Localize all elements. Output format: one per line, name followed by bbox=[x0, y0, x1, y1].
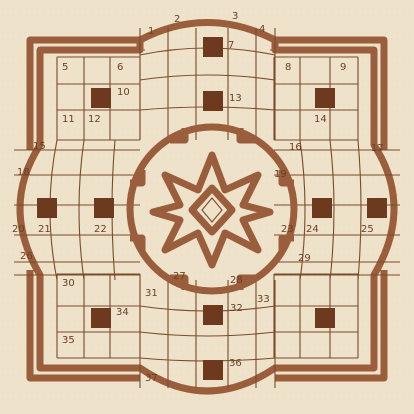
cell-number: 7 bbox=[228, 40, 234, 51]
safe-square bbox=[37, 198, 57, 218]
cell-number: 18 bbox=[17, 167, 30, 178]
cell-number: 25 bbox=[361, 224, 374, 235]
cell-number: 27 bbox=[173, 271, 186, 282]
cell-number: 17 bbox=[371, 143, 384, 154]
cell-number: 30 bbox=[62, 278, 75, 289]
safe-square bbox=[315, 88, 335, 108]
cell-number: 9 bbox=[340, 62, 346, 73]
cell-number: 35 bbox=[62, 335, 75, 346]
cell-number: 3 bbox=[232, 11, 238, 22]
cell-number: 28 bbox=[230, 275, 243, 286]
cell-number: 15 bbox=[33, 141, 46, 152]
safe-square bbox=[94, 198, 114, 218]
cell-number: 11 bbox=[62, 114, 75, 125]
safe-square bbox=[203, 360, 223, 380]
cell-number: 29 bbox=[298, 253, 311, 264]
safe-square bbox=[91, 308, 111, 328]
cell-number: 6 bbox=[117, 62, 123, 73]
cell-number: 31 bbox=[145, 288, 158, 299]
cell-number: 20 bbox=[12, 224, 25, 235]
cell-number: 5 bbox=[62, 62, 68, 73]
safe-square bbox=[203, 91, 223, 111]
cell-number: 33 bbox=[257, 294, 270, 305]
cell-number: 24 bbox=[306, 224, 319, 235]
cell-number: 8 bbox=[285, 62, 291, 73]
cell-number: 32 bbox=[230, 303, 243, 314]
cell-number: 19 bbox=[274, 169, 287, 180]
cell-number: 23 bbox=[281, 224, 294, 235]
safe-square bbox=[203, 305, 223, 325]
safe-square bbox=[367, 198, 387, 218]
cell-number: 12 bbox=[88, 114, 101, 125]
cell-number: 13 bbox=[229, 93, 242, 104]
cell-number: 16 bbox=[289, 142, 302, 153]
cell-number: 22 bbox=[94, 224, 107, 235]
cell-number: 1 bbox=[148, 26, 154, 37]
cell-number: 4 bbox=[259, 24, 265, 35]
safe-square bbox=[91, 88, 111, 108]
safe-square bbox=[312, 198, 332, 218]
safe-square bbox=[203, 37, 223, 57]
cell-number: 34 bbox=[116, 307, 129, 318]
cell-number: 26 bbox=[20, 251, 33, 262]
cell-number: 10 bbox=[117, 87, 130, 98]
cell-number: 21 bbox=[38, 224, 51, 235]
safe-square bbox=[315, 308, 335, 328]
cell-number: 37 bbox=[145, 373, 158, 384]
cell-number: 14 bbox=[314, 114, 327, 125]
cell-number: 36 bbox=[229, 358, 242, 369]
cell-number: 2 bbox=[174, 14, 180, 25]
